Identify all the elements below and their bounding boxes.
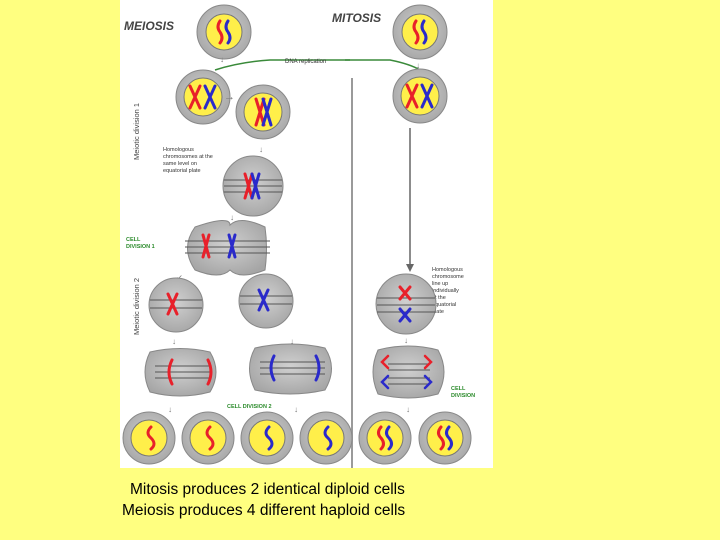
cell-division-1-label: CELL DIVISION 1 bbox=[126, 237, 155, 250]
meiosis-daughter-cell-2 bbox=[181, 411, 235, 465]
mitosis-daughter-cell-1 bbox=[358, 411, 412, 465]
down-arrow-icon: ↓ bbox=[404, 336, 408, 345]
down-arrow-icon: ↓ bbox=[168, 405, 172, 414]
cell-division-mitosis-label: CELL DIVISION bbox=[451, 386, 475, 399]
meiosis-division-2-cell-left bbox=[148, 277, 204, 333]
meiotic-division-2-label: Meiotic division 2 bbox=[132, 278, 141, 335]
meiosis-mitosis-diagram: MEIOSIS MITOSIS DNA replication Meiotic … bbox=[120, 0, 493, 468]
cell-division-2-label: CELL DIVISION 2 bbox=[227, 404, 272, 410]
meiotic-division-1-label: Meiotic division 1 bbox=[132, 103, 141, 160]
down-arrow-icon: ↓ bbox=[290, 337, 294, 346]
meiosis-parent-cell bbox=[196, 4, 252, 60]
mitosis-title: MITOSIS bbox=[332, 11, 381, 25]
down-arrow-icon: ↓ bbox=[220, 55, 224, 64]
meiosis-metaphase-1-cell bbox=[222, 155, 284, 217]
mitosis-parent-cell bbox=[392, 4, 448, 60]
dna-replication-label: DNA replication bbox=[285, 59, 326, 65]
meiosis-division-2-cell-right bbox=[238, 273, 294, 329]
meiosis-replicated-cell bbox=[175, 69, 231, 125]
right-arrow-icon: → bbox=[224, 91, 235, 103]
down-left-arrow-icon: ↙ bbox=[176, 273, 183, 282]
meiosis-title: MEIOSIS bbox=[124, 19, 174, 33]
mitosis-anaphase-cell bbox=[372, 345, 445, 399]
down-arrow-icon: ↓ bbox=[172, 337, 176, 346]
down-arrow-icon: ↓ bbox=[416, 61, 420, 70]
dna-replication-line-left bbox=[214, 59, 350, 71]
homologous-line-up-note: Homologous chromosome line up individual… bbox=[432, 267, 465, 315]
meiosis-anaphase-2-cell-left bbox=[144, 348, 217, 397]
down-arrow-icon: ↓ bbox=[230, 213, 234, 222]
meiosis-anaphase-2-cell-right bbox=[249, 343, 332, 395]
down-arrow-icon: ↓ bbox=[406, 405, 410, 414]
down-arrow-icon: ↓ bbox=[259, 145, 263, 154]
meiosis-cell-division-1 bbox=[185, 220, 270, 276]
meiosis-daughter-cell-3 bbox=[240, 411, 294, 465]
homologous-same-level-note: Homologous chromosomes at the same level… bbox=[163, 147, 214, 174]
mitosis-daughter-cell-2 bbox=[418, 411, 472, 465]
mitosis-metaphase-cell bbox=[375, 273, 437, 335]
dna-replication-line-right bbox=[345, 59, 421, 71]
down-arrow-icon bbox=[406, 264, 414, 272]
caption-meiosis: Meiosis produces 4 different haploid cel… bbox=[122, 502, 406, 519]
meiosis-daughter-cell-1 bbox=[122, 411, 176, 465]
meiosis-pairing-cell bbox=[235, 84, 291, 140]
mitosis-replicated-cell bbox=[392, 68, 448, 124]
caption-mitosis: Mitosis produces 2 identical diploid cel… bbox=[130, 481, 405, 498]
down-arrow-icon: ↓ bbox=[294, 405, 298, 414]
meiosis-daughter-cell-4 bbox=[299, 411, 353, 465]
